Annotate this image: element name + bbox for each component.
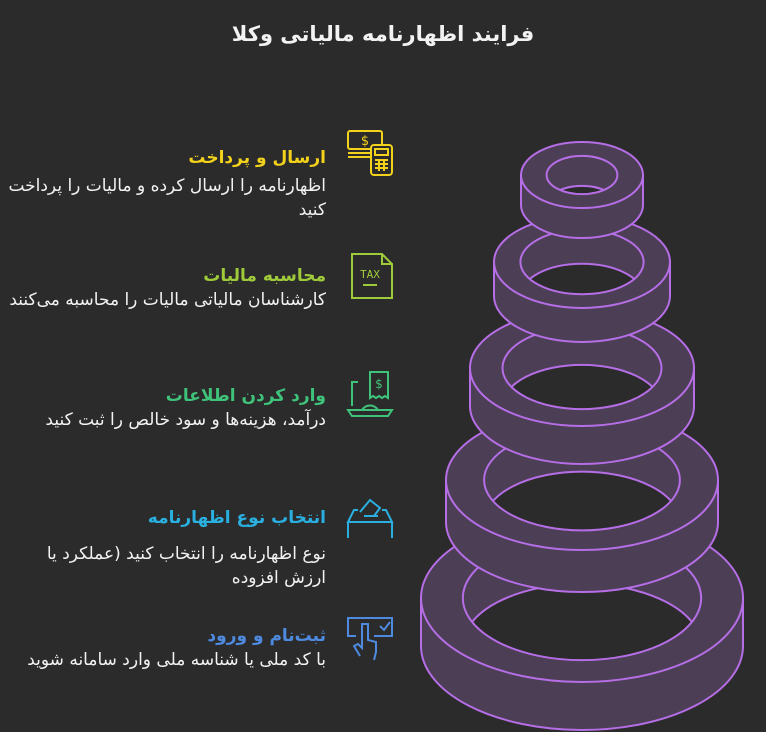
step-register-login: ثبت‌نام و ورود با کد ملی یا شناسه ملی وا… [6, 626, 326, 672]
hand-touch-check-icon [347, 617, 393, 661]
laptop-receipt-icon: $ [346, 371, 394, 417]
svg-text:$: $ [375, 377, 383, 391]
ring-1 [520, 141, 644, 239]
ring-2 [493, 215, 671, 343]
page-title: فرایند اظهارنامه مالیاتی وکلا [231, 22, 535, 46]
step-heading: ثبت‌نام و ورود [207, 626, 326, 646]
money-calculator-icon: $ [347, 130, 393, 176]
step-enter-info: وارد کردن اطلاعات درآمد، هزینه‌ها و سود … [6, 386, 326, 432]
step-calculate-tax: محاسبه مالیات کارشناسان مالیاتی مالیات ر… [6, 266, 326, 312]
step-heading: وارد کردن اطلاعات [165, 386, 326, 406]
step-heading: محاسبه مالیات [203, 266, 326, 286]
ring-3 [469, 309, 695, 465]
step-text: کارشناسان مالیاتی مالیات را محاسبه می‌کن… [9, 290, 326, 310]
step-heading: ارسال و پرداخت [188, 148, 326, 168]
step-submit-pay: ارسال و پرداخت اظهارنامه را ارسال کرده و… [6, 148, 326, 222]
step-text: درآمد، هزینه‌ها و سود خالص را ثبت کنید [45, 410, 326, 430]
svg-text:$: $ [361, 134, 369, 149]
svg-text:TAX: TAX [360, 268, 380, 281]
ballot-box-icon [346, 498, 394, 538]
step-text: با کد ملی یا شناسه ملی وارد سامانه شوید [27, 650, 326, 670]
step-heading: انتخاب نوع اظهارنامه [147, 508, 326, 528]
step-choose-type: انتخاب نوع اظهارنامه نوع اظهارنامه را ان… [6, 508, 326, 590]
step-text: نوع اظهارنامه را انتخاب کنید (عملکرد یا … [46, 544, 326, 588]
tax-document-icon: TAX [351, 253, 393, 299]
step-text: اظهارنامه را ارسال کرده و مالیات را پردا… [8, 176, 326, 220]
